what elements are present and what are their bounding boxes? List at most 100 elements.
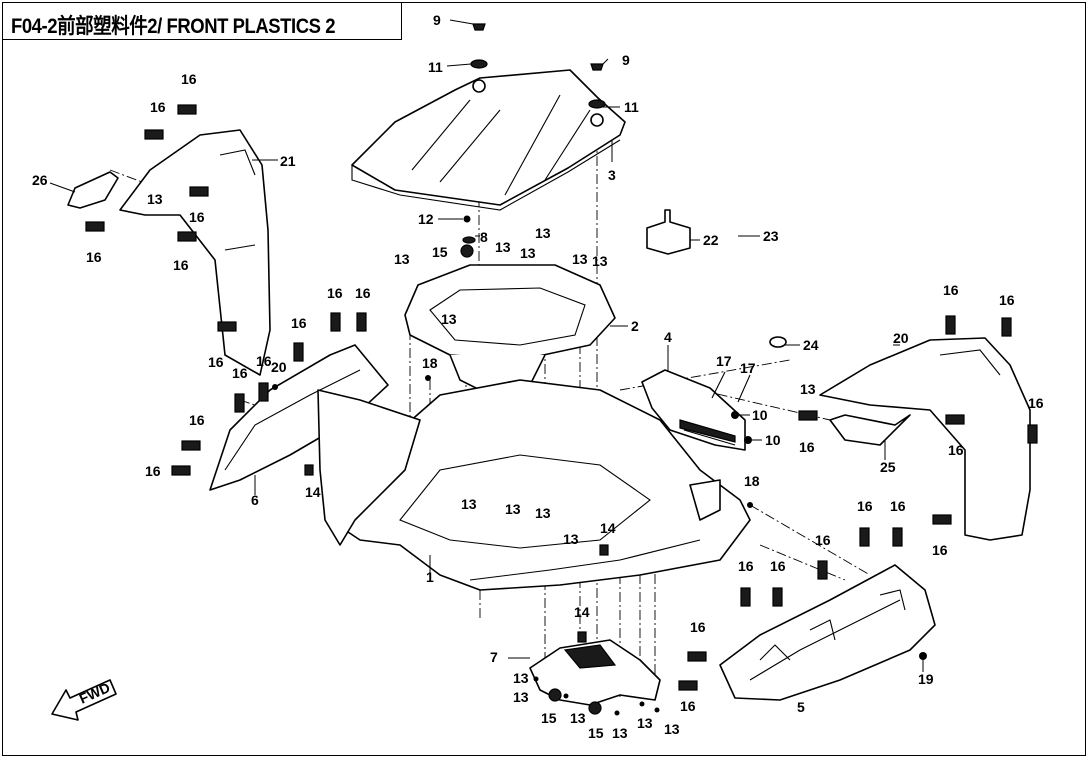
callout-16: 16 bbox=[189, 412, 205, 428]
fwd-arrow-icon: FWD bbox=[51, 679, 117, 721]
front-body bbox=[329, 379, 751, 591]
callout-16: 16 bbox=[355, 285, 371, 301]
callout-13: 13 bbox=[394, 251, 410, 267]
callout-16: 16 bbox=[145, 463, 161, 479]
callout-4: 4 bbox=[664, 329, 672, 345]
callout-17: 17 bbox=[716, 353, 732, 369]
callout-16: 16 bbox=[327, 285, 343, 301]
callout-14: 14 bbox=[305, 484, 321, 500]
callout-8: 8 bbox=[480, 229, 488, 245]
callout-16: 16 bbox=[1028, 395, 1044, 411]
callout-16: 16 bbox=[173, 257, 189, 273]
callout-13: 13 bbox=[513, 689, 529, 705]
callout-6: 6 bbox=[251, 492, 259, 508]
callout-13: 13 bbox=[570, 710, 586, 726]
right-reflector bbox=[829, 414, 911, 446]
callout-16: 16 bbox=[690, 619, 706, 635]
callout-16: 16 bbox=[815, 532, 831, 548]
lower-bracket bbox=[529, 639, 661, 706]
hood-cover bbox=[351, 69, 626, 211]
callout-7: 7 bbox=[490, 649, 498, 665]
callout-16: 16 bbox=[770, 558, 786, 574]
callout-21: 21 bbox=[280, 153, 296, 169]
callout-26: 26 bbox=[32, 172, 48, 188]
callout-16: 16 bbox=[680, 698, 696, 714]
storage-bin bbox=[404, 264, 616, 396]
callout-16: 16 bbox=[189, 209, 205, 225]
grommet bbox=[769, 336, 787, 348]
left-side-panel bbox=[209, 344, 421, 546]
callout-17: 17 bbox=[740, 360, 756, 376]
callout-18: 18 bbox=[744, 473, 760, 489]
callout-16: 16 bbox=[738, 558, 754, 574]
callout-16: 16 bbox=[857, 498, 873, 514]
callout-11: 11 bbox=[428, 59, 443, 75]
callout-16: 16 bbox=[291, 315, 307, 331]
callout-13: 13 bbox=[572, 251, 588, 267]
callout-3: 3 bbox=[608, 167, 616, 183]
callout-18: 18 bbox=[422, 355, 438, 371]
callout-20: 20 bbox=[271, 359, 287, 375]
callout-13: 13 bbox=[441, 311, 457, 327]
callout-13: 13 bbox=[535, 505, 551, 521]
callout-13: 13 bbox=[513, 670, 529, 686]
callout-22: 22 bbox=[703, 232, 719, 248]
callout-2: 2 bbox=[631, 318, 639, 334]
callout-16: 16 bbox=[86, 249, 102, 265]
callout-5: 5 bbox=[797, 699, 805, 715]
callout-16: 16 bbox=[150, 99, 166, 115]
callout-16: 16 bbox=[181, 71, 197, 87]
callout-9: 9 bbox=[433, 12, 441, 28]
callout-16: 16 bbox=[932, 542, 948, 558]
page-title: F04-2前部塑料件2/ FRONT PLASTICS 2 bbox=[11, 15, 336, 38]
callout-19: 19 bbox=[918, 671, 934, 687]
callout-14: 14 bbox=[574, 604, 590, 620]
callout-16: 16 bbox=[799, 439, 815, 455]
callout-11: 11 bbox=[624, 99, 639, 115]
right-side-panel bbox=[719, 564, 936, 701]
callout-13: 13 bbox=[592, 253, 608, 269]
callout-16: 16 bbox=[256, 353, 272, 369]
callout-10: 10 bbox=[752, 407, 768, 423]
callout-13: 13 bbox=[563, 531, 579, 547]
callout-24: 24 bbox=[803, 337, 819, 353]
callout-15: 15 bbox=[588, 725, 604, 741]
left-reflector bbox=[67, 171, 119, 209]
callout-13: 13 bbox=[612, 725, 628, 741]
callout-16: 16 bbox=[948, 442, 964, 458]
callout-13: 13 bbox=[637, 715, 653, 731]
callout-13: 13 bbox=[664, 721, 680, 737]
callout-13: 13 bbox=[535, 225, 551, 241]
callout-25: 25 bbox=[880, 459, 896, 475]
clip-icons bbox=[85, 104, 1038, 691]
title-box: F04-2前部塑料件2/ FRONT PLASTICS 2 bbox=[2, 2, 402, 40]
callout-16: 16 bbox=[890, 498, 906, 514]
left-fender bbox=[119, 129, 271, 376]
right-fender bbox=[819, 337, 1031, 541]
front-grille bbox=[641, 369, 746, 451]
callout-16: 16 bbox=[999, 292, 1015, 308]
callout-23: 23 bbox=[763, 228, 779, 244]
callout-1: 1 bbox=[426, 569, 434, 585]
callout-13: 13 bbox=[495, 239, 511, 255]
breather-hose bbox=[720, 193, 742, 290]
callout-13: 13 bbox=[505, 501, 521, 517]
callout-20: 20 bbox=[893, 330, 909, 346]
callout-16: 16 bbox=[232, 365, 248, 381]
callout-10: 10 bbox=[765, 432, 781, 448]
callout-15: 15 bbox=[432, 244, 448, 260]
callout-13: 13 bbox=[147, 191, 163, 207]
vent-cap bbox=[646, 209, 691, 255]
callout-16: 16 bbox=[943, 282, 959, 298]
callout-labels: 9 11 9 11 3 12 8 15 22 23 2 1 4 17 17 24… bbox=[32, 12, 1044, 741]
pins bbox=[711, 371, 751, 403]
callout-9: 9 bbox=[622, 52, 630, 68]
callout-12: 12 bbox=[418, 211, 434, 227]
callout-13: 13 bbox=[461, 496, 477, 512]
callout-14: 14 bbox=[600, 520, 616, 536]
callout-16: 16 bbox=[208, 354, 224, 370]
callout-13: 13 bbox=[520, 245, 536, 261]
fasteners bbox=[272, 23, 927, 716]
